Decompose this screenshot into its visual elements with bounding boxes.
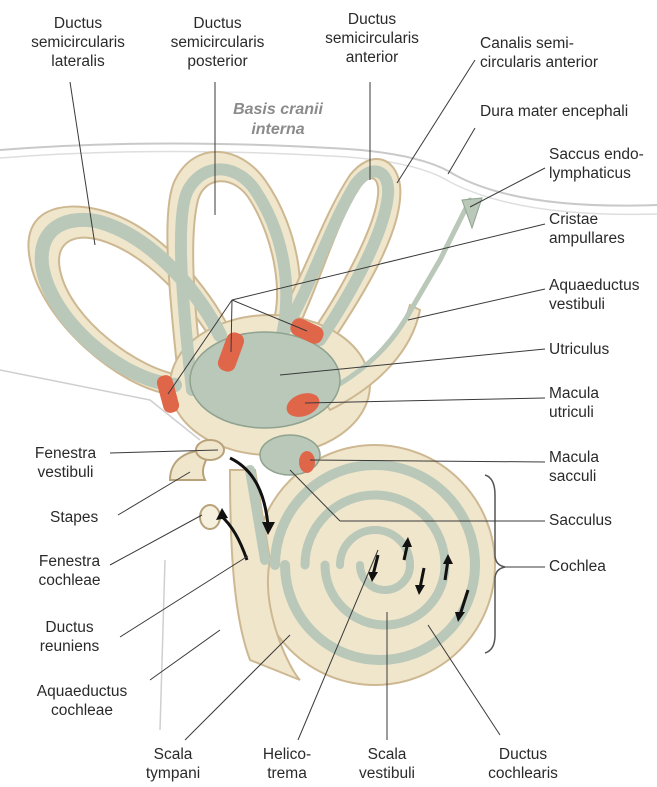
utriculus-body <box>190 332 340 428</box>
label-ductus-semicircularis-lateralis: Ductus semicircularis lateralis <box>28 14 128 71</box>
label-cochlea: Cochlea <box>549 557 606 576</box>
label-saccus-endolymphaticus: Saccus endo- lymphaticus <box>549 145 644 183</box>
label-helicotrema: Helico- trema <box>252 745 322 783</box>
label-scala-tympani: Scala tympani <box>138 745 208 783</box>
label-stapes: Stapes <box>50 508 98 527</box>
label-basis-cranii-interna: Basis cranii interna <box>228 100 328 140</box>
label-scala-vestibuli: Scala vestibuli <box>352 745 422 783</box>
label-cristae-ampullares: Cristae ampullares <box>549 210 625 248</box>
label-fenestra-vestibuli: Fenestra vestibuli <box>18 444 113 482</box>
label-utriculus: Utriculus <box>549 340 609 359</box>
label-canalis-semicircularis-anterior: Canalis semi- circularis anterior <box>480 34 598 72</box>
bone-wall-lower <box>160 560 165 730</box>
label-macula-sacculi: Macula sacculi <box>549 448 599 486</box>
label-ductus-semicircularis-posterior: Ductus semicircularis posterior <box>165 14 270 71</box>
stapes-shape <box>170 440 224 480</box>
label-dura-mater-encephali: Dura mater encephali <box>480 102 628 121</box>
label-macula-utriculi: Macula utriculi <box>549 384 599 422</box>
macula-sacculi-shape <box>299 451 315 473</box>
label-fenestra-cochleae: Fenestra cochleae <box>22 552 117 590</box>
label-sacculus: Sacculus <box>549 511 612 530</box>
fenestra-cochleae-shape <box>200 505 220 529</box>
label-ductus-cochlearis: Ductus cochlearis <box>478 745 568 783</box>
label-ductus-reuniens: Ductus reuniens <box>22 618 117 656</box>
label-aquaeductus-cochleae: Aquaeductus cochleae <box>22 682 142 720</box>
label-aquaeductus-vestibuli: Aquaeductus vestibuli <box>549 276 640 314</box>
label-ductus-semicircularis-anterior: Ductus semicircularis anterior <box>322 10 422 67</box>
